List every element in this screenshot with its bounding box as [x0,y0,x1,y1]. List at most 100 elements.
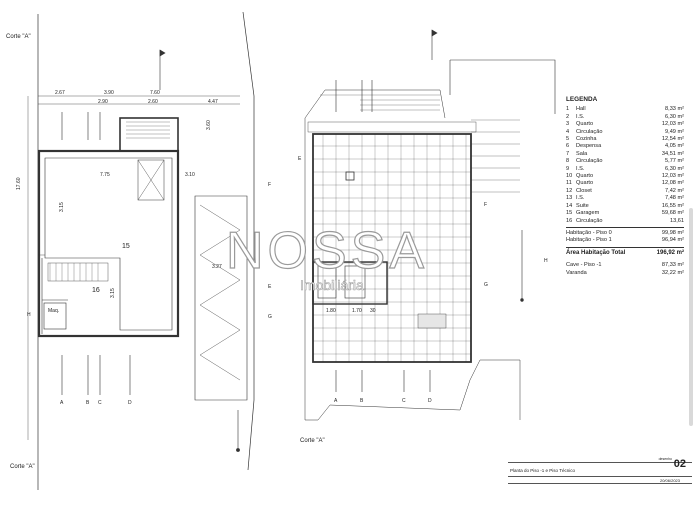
legend-items-area: 6,30 m² [665,165,684,172]
legend-items-area: 12,03 m² [661,121,684,128]
watermark-tagline: Imobiliária [300,277,364,293]
left-dimension-labels: 2.67 3.90 7.60 2.90 2.60 4.47 17.60 7.75… [16,90,222,298]
right-dim-1: 1.80 [326,308,336,314]
left-top-section-caption: Corte "A" [6,34,31,40]
legend-items-name: I.S. [576,195,585,202]
machine-room-label: Maq. [48,308,59,314]
left-section-letters: A B C D E F G H [27,182,272,406]
legend-items-num: 6 [566,143,570,150]
legend-items-num: 10 [566,173,573,180]
section-letter-g: G [268,314,272,320]
legend-items-area: 7,42 m² [665,187,684,194]
left-bottom-section-caption: Corte "A" [10,464,35,470]
legend-separator-total [566,246,684,248]
legend-items-num: 2 [566,113,570,120]
right-section-letter-h: H [544,258,548,264]
legend-extras-name: Cave - Piso -1 [566,262,602,269]
legend-items-name: Sala [576,150,588,157]
legend-items-name: Circulação [576,128,603,135]
legend-separator [566,226,684,228]
right-section-letter-e: E [298,156,302,162]
legend-items-num: 3 [566,121,570,128]
sheet-date: 20/06/2023 [659,478,680,483]
sheet-name: Planta do Piso -1 e Piso Técnico [510,468,575,473]
second-dim-3: 4.47 [208,99,218,105]
legend-items-area: 9,49 m² [665,128,684,135]
legend-extras-area: 32,22 m² [661,269,684,276]
title-block-line-mid [508,476,692,477]
left-plan [27,11,255,490]
legend-items-area: 8,33 m² [665,106,684,113]
title-block-line-bottom [508,483,692,484]
inner-dim-1: 7.75 [100,172,110,178]
legend-items-num: 11 [566,180,572,187]
legend-items-name: Circulação [576,217,603,224]
right-dim-2: 1.70 [352,308,362,314]
legend-items-area: 34,51 m² [661,150,684,157]
sheet-number: 02 [673,458,686,470]
legend-items-num: 15 [566,210,573,217]
legend-items-row: 4 Circulação 9,49 m² [566,129,684,136]
legend-items-name: I.S. [576,165,585,172]
side-dim: 17.60 [16,177,22,190]
legend-items-num: 16 [566,217,573,224]
legend-items-num: 4 [566,128,570,135]
legend-items-num: 13 [566,195,573,202]
section-letter-a: A [60,400,64,406]
legend-items-name: Garagem [576,210,600,217]
section-letter-d: D [128,400,132,406]
inner-dim-3: 3.15 [59,202,65,212]
watermark-brand: NOSSA [226,222,428,280]
inner-dim-6: 3.27 [212,264,222,270]
legend-summary-name: Habitação - Piso 1 [566,237,612,244]
right-section-letter-f: F [484,202,487,208]
section-letter-f: F [268,182,271,188]
legend-items-area: 13,61 [670,217,684,224]
section-letter-b: B [86,400,90,406]
right-bottom-section-caption: Corte "A" [300,438,325,444]
legend-extras-area: 87,33 m² [661,262,684,269]
inner-dim-2: 3.10 [185,172,195,178]
legend-summary-area: 96,94 m² [661,237,684,244]
right-section-letter-b: B [360,398,364,404]
legend-total-name: Área Habitação Total [566,249,626,256]
legend-summary-name: Habitação - Piso 0 [566,229,612,236]
vertical-scrollbar[interactable] [689,208,693,426]
legend-extras-row: Cave - Piso -1 87,33 m² [566,262,684,269]
right-dim-3: 30 [370,308,376,314]
room-number-16: 16 [92,287,100,294]
legend-items-name: Suite [576,202,589,209]
right-plan-labels: 1.80 1.70 30 A B C D E F G H [298,156,548,404]
legend-items-num: 8 [566,158,570,165]
watermark: NOSSA Imobiliária [225,221,428,293]
legend-total-row: Área Habitação Total 196,92 m² [566,250,684,257]
top-dim-2: 3.90 [104,90,114,96]
title-block: Planta do Piso -1 e Piso Técnico desenho… [508,457,692,496]
legend-items-name: I.S. [576,113,585,120]
right-section-letter-d: D [428,398,432,404]
legend-summary-row: Habitação - Piso 1 96,94 m² [566,237,684,244]
legend-items-area: 12,54 m² [661,136,684,143]
legend-items-name: Quarto [576,180,594,187]
legend-items-name: Cozinha [576,136,597,143]
legend-title: LEGENDA [566,96,598,103]
legend-items-area: 12,08 m² [661,180,684,187]
right-section-letter-c: C [402,398,406,404]
top-dim-1: 2.67 [55,90,65,96]
